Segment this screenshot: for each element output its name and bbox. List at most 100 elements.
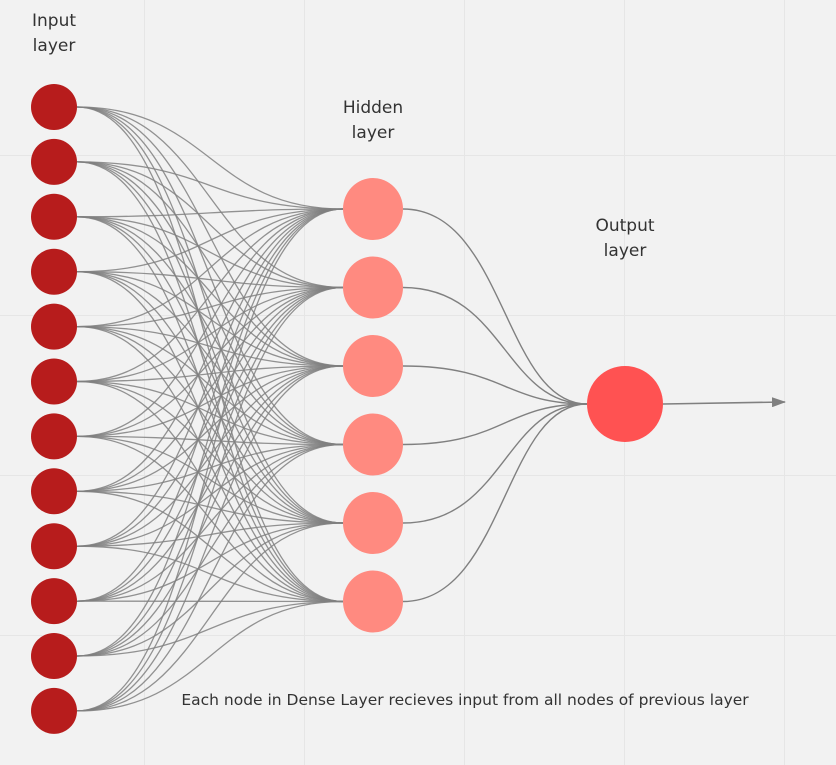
connection-input-6-hidden-2 [76, 286, 344, 383]
connection-input-8-hidden-2 [76, 286, 344, 492]
connection-input-2-hidden-4 [76, 161, 344, 446]
connection-input-9-hidden-5 [76, 522, 344, 547]
connection-input-5-hidden-6 [76, 325, 344, 603]
output-layer-label-line1: Output [595, 216, 655, 236]
connection-input-6-hidden-3 [76, 365, 344, 383]
hidden-output-connections [402, 208, 588, 603]
input-layer-nodes [31, 84, 77, 734]
input-node-6 [31, 358, 77, 405]
input-hidden-connections [76, 106, 344, 712]
connection-input-3-hidden-5 [76, 216, 344, 524]
hidden-node-4 [343, 413, 403, 476]
input-node-11 [31, 633, 77, 679]
connection-input-3-hidden-3 [76, 216, 344, 367]
connection-input-12-hidden-4 [76, 443, 344, 712]
connection-input-3-hidden-2 [76, 216, 344, 289]
connection-hidden-1-output [402, 208, 588, 405]
input-node-10 [31, 578, 77, 625]
connection-input-5-hidden-4 [76, 325, 344, 446]
connection-input-6-hidden-5 [76, 380, 344, 524]
input-node-7 [31, 413, 77, 460]
connection-input-10-hidden-2 [76, 286, 344, 602]
connection-input-11-hidden-5 [76, 522, 344, 657]
connection-input-1-hidden-2 [76, 106, 344, 289]
connection-input-3-hidden-6 [76, 216, 344, 603]
input-node-1 [31, 84, 77, 130]
connection-input-4-hidden-6 [76, 271, 344, 603]
connection-input-12-hidden-1 [76, 208, 344, 712]
connection-input-2-hidden-2 [76, 161, 344, 289]
connection-input-6-hidden-6 [76, 380, 344, 603]
hidden-node-2 [343, 256, 403, 319]
input-node-5 [31, 303, 77, 350]
connection-input-9-hidden-3 [76, 365, 344, 547]
connection-input-10-hidden-5 [76, 522, 344, 602]
hidden-layer-label-line1: Hidden [342, 98, 404, 118]
connection-input-1-hidden-5 [76, 106, 344, 524]
connection-input-12-hidden-2 [76, 286, 344, 712]
input-node-4 [31, 248, 77, 295]
hidden-node-1 [343, 178, 403, 240]
input-layer-label-line1: Input [31, 11, 77, 31]
connection-input-5-hidden-2 [76, 286, 344, 328]
connection-input-8-hidden-1 [76, 208, 344, 492]
connection-input-7-hidden-1 [76, 208, 344, 438]
connection-input-7-hidden-2 [76, 286, 344, 438]
connection-input-9-hidden-1 [76, 208, 344, 547]
connection-input-10-hidden-3 [76, 365, 344, 602]
connection-input-7-hidden-5 [76, 435, 344, 524]
connection-input-2-hidden-1 [76, 161, 344, 210]
output-layer-label-line2: layer [603, 241, 647, 261]
diagram-caption: Each node in Dense Layer recieves input … [181, 691, 749, 709]
connection-input-5-hidden-5 [76, 325, 344, 524]
connection-input-5-hidden-3 [76, 325, 344, 367]
hidden-node-6 [343, 570, 403, 633]
input-node-3 [31, 193, 77, 240]
connection-hidden-3-output [402, 365, 588, 405]
connection-input-9-hidden-4 [76, 443, 344, 547]
connection-input-7-hidden-3 [76, 365, 344, 438]
connection-input-12-hidden-5 [76, 522, 344, 712]
connection-hidden-5-output [402, 403, 588, 524]
input-node-8 [31, 468, 77, 515]
input-node-2 [31, 138, 77, 185]
connection-hidden-6-output [402, 403, 588, 603]
output-arrow [662, 397, 786, 408]
input-layer-label: Input layer [14, 9, 94, 59]
output-node-1 [587, 366, 663, 442]
connection-input-8-hidden-4 [76, 443, 344, 492]
connection-input-8-hidden-3 [76, 365, 344, 492]
connection-input-11-hidden-4 [76, 443, 344, 657]
connection-input-6-hidden-4 [76, 380, 344, 446]
connection-input-9-hidden-6 [76, 545, 344, 603]
connection-input-4-hidden-4 [76, 271, 344, 446]
connection-input-11-hidden-3 [76, 365, 344, 657]
hidden-node-5 [343, 492, 403, 554]
input-node-12 [31, 687, 77, 734]
connection-input-12-hidden-3 [76, 365, 344, 712]
connection-input-5-hidden-1 [76, 208, 344, 328]
connection-input-11-hidden-6 [76, 600, 344, 657]
connection-input-7-hidden-6 [76, 435, 344, 603]
connection-input-3-hidden-4 [76, 216, 344, 446]
connection-input-10-hidden-4 [76, 443, 344, 602]
connection-input-4-hidden-2 [76, 271, 344, 289]
output-layer-label: Output layer [585, 214, 665, 264]
connection-input-2-hidden-5 [76, 161, 344, 524]
connection-input-1-hidden-6 [76, 106, 344, 603]
connection-input-1-hidden-1 [76, 106, 344, 210]
connection-input-4-hidden-5 [76, 271, 344, 524]
connection-input-8-hidden-6 [76, 490, 344, 603]
connection-input-4-hidden-3 [76, 271, 344, 367]
connection-input-9-hidden-2 [76, 286, 344, 547]
hidden-layer-nodes [343, 178, 403, 633]
connection-input-8-hidden-5 [76, 490, 344, 524]
connection-input-2-hidden-6 [76, 161, 344, 603]
connection-hidden-2-output [402, 286, 588, 405]
connection-input-1-hidden-4 [76, 106, 344, 446]
hidden-layer-label: Hidden layer [333, 96, 413, 146]
connection-input-1-hidden-3 [76, 106, 344, 367]
connection-input-6-hidden-1 [76, 208, 344, 383]
